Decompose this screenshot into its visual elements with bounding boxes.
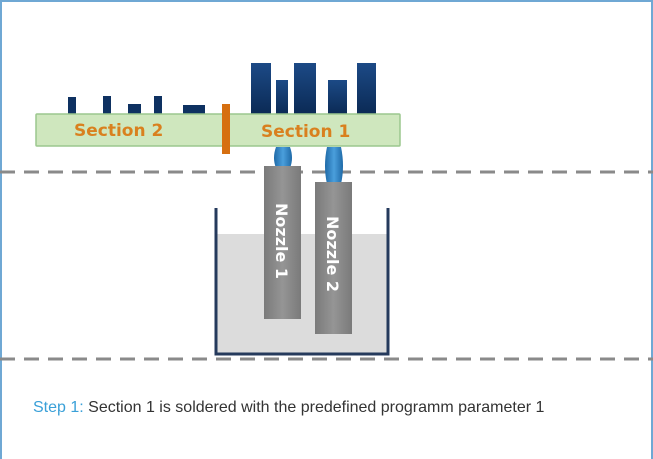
component — [251, 63, 271, 114]
nozzle-1: Nozzle 1 — [264, 147, 301, 319]
component — [357, 63, 376, 114]
solder-bath — [214, 208, 390, 356]
section-1-components — [251, 63, 376, 114]
component — [276, 80, 288, 114]
section-divider — [222, 104, 230, 154]
nozzle-1-label: Nozzle 1 — [272, 203, 291, 279]
step-label: Step 1: — [33, 399, 84, 416]
component — [154, 96, 162, 114]
component — [68, 97, 76, 114]
section-2-label: Section 2 — [74, 121, 163, 141]
nozzle-1-tip — [274, 147, 292, 168]
component — [128, 104, 141, 114]
nozzle-2-tip — [325, 147, 343, 184]
component — [103, 96, 111, 114]
section-1-label: Section 1 — [261, 122, 350, 142]
step-caption: Step 1: Section 1 is soldered with the p… — [33, 395, 633, 421]
solder-liquid — [216, 234, 388, 354]
component — [183, 105, 205, 114]
step-description: Section 1 is soldered with the predefine… — [83, 399, 545, 416]
component — [294, 63, 316, 114]
nozzle-2-body — [315, 182, 352, 334]
component — [328, 80, 347, 114]
nozzle-1-body — [264, 166, 301, 319]
section-2-components — [68, 96, 205, 114]
circuit-board: Section 2 Section 1 — [35, 104, 401, 154]
board-strip — [35, 113, 401, 147]
nozzle-2-label: Nozzle 2 — [323, 216, 342, 292]
bath-wall — [214, 208, 390, 356]
nozzle-2: Nozzle 2 — [315, 147, 352, 334]
